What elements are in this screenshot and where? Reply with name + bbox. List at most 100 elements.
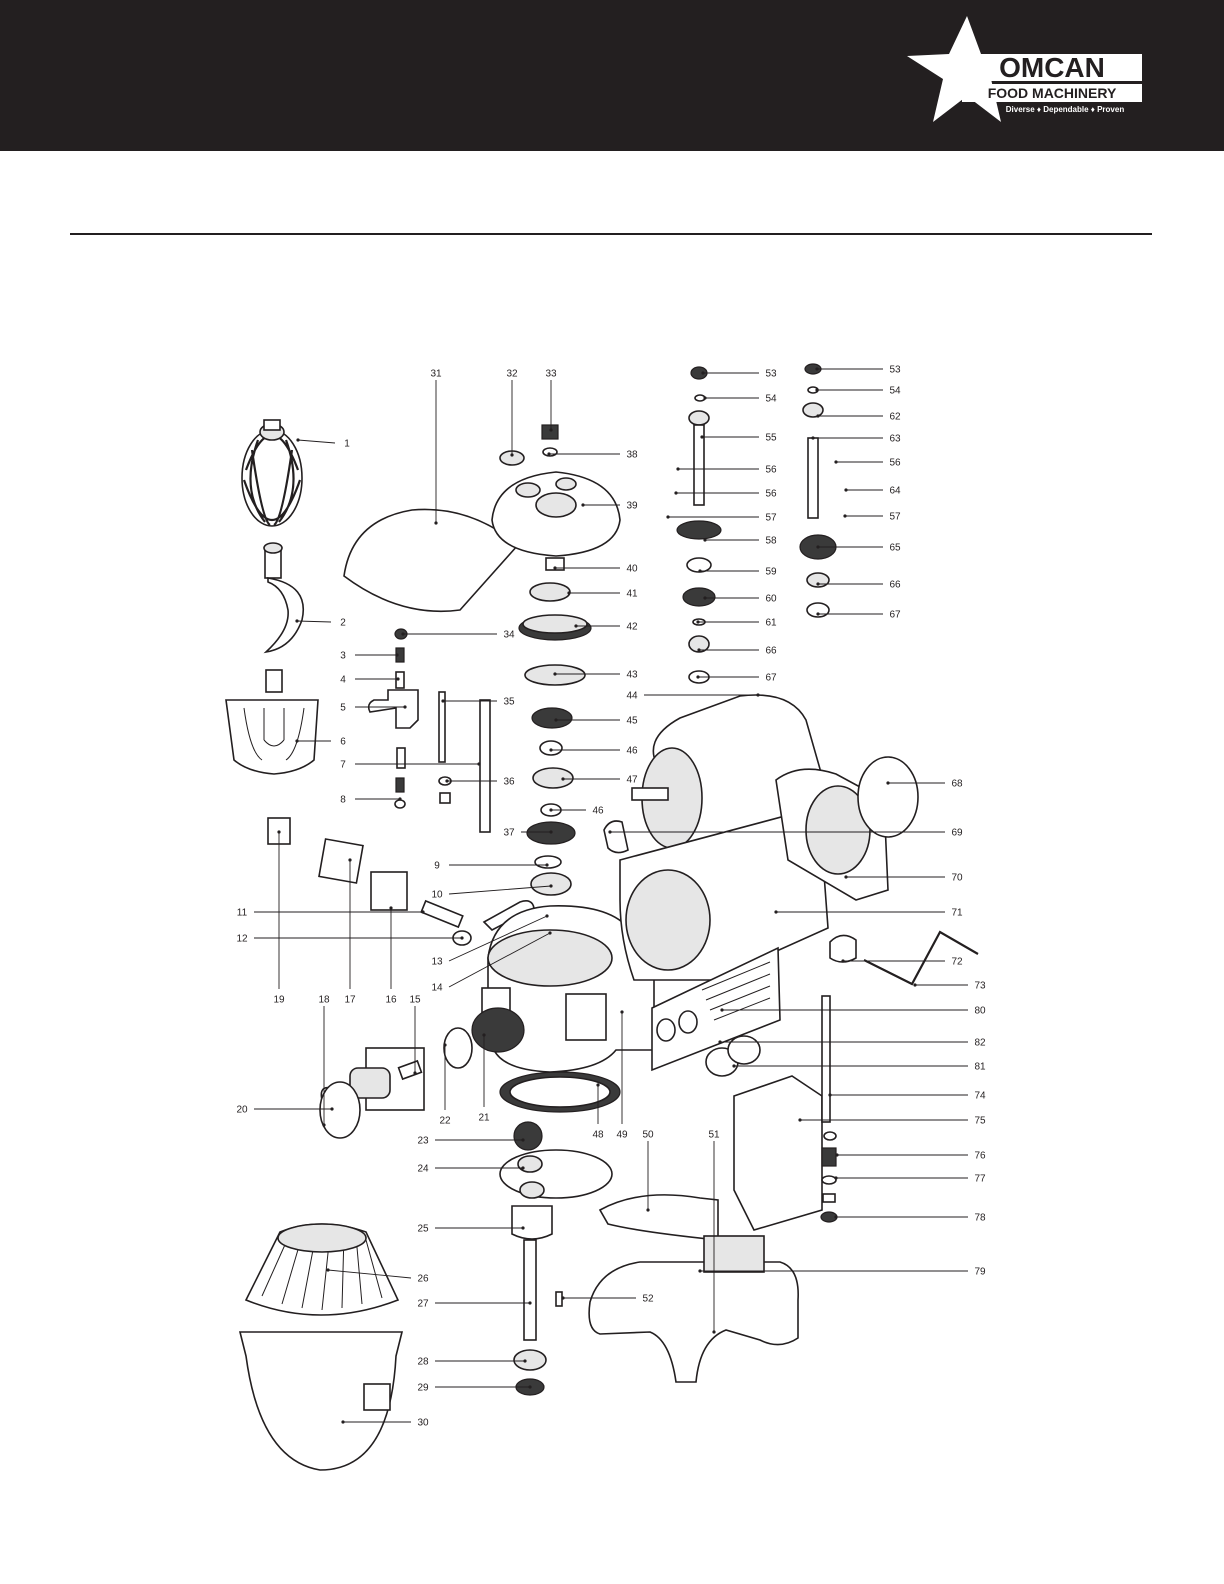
callout-leader-dot xyxy=(545,914,549,918)
callout-leader-dot xyxy=(521,1226,525,1230)
callout-number: 75 xyxy=(974,1116,986,1127)
callout-72: 72 xyxy=(841,957,963,968)
callout-leader-dot xyxy=(844,875,848,879)
callout-35: 35 xyxy=(441,697,515,708)
callout-47: 47 xyxy=(561,775,638,786)
callout-leader-dot xyxy=(816,414,820,418)
callout-70: 70 xyxy=(844,873,963,884)
callout-leader-dot xyxy=(549,884,553,888)
callout-29: 29 xyxy=(417,1383,532,1394)
callout-44: 44 xyxy=(626,691,760,702)
callout-13: 13 xyxy=(431,914,549,968)
callout-leader-dot xyxy=(561,1296,565,1300)
callout-leader-dot xyxy=(510,453,514,457)
callout-number: 20 xyxy=(236,1105,248,1116)
callout-leader-dot xyxy=(445,779,449,783)
callout-leader-dot xyxy=(421,910,425,914)
planetary-gear-stack xyxy=(518,557,592,896)
callout-leader-dot xyxy=(913,983,917,987)
logo-subtitle-text: FOOD MACHINERY xyxy=(988,85,1117,101)
callout-number: 76 xyxy=(974,1151,986,1162)
callout-leader-dot xyxy=(521,1138,525,1142)
callout-number: 19 xyxy=(273,995,285,1006)
callout-number: 33 xyxy=(545,369,557,380)
callout-57: 57 xyxy=(666,513,777,524)
callout-14: 14 xyxy=(431,931,552,994)
callout-56: 56 xyxy=(834,458,901,469)
callout-leader-dot xyxy=(482,1033,486,1037)
callout-10: 10 xyxy=(431,884,553,901)
callout-8: 8 xyxy=(340,795,402,806)
callout-leader-dot xyxy=(698,569,702,573)
callout-15: 15 xyxy=(409,995,421,1075)
callout-number: 51 xyxy=(708,1130,720,1141)
callout-leader-dot xyxy=(389,906,393,910)
callout-18: 18 xyxy=(318,995,330,1127)
callout-23: 23 xyxy=(417,1136,525,1147)
callout-leader-dot xyxy=(828,1093,832,1097)
callout-48: 48 xyxy=(592,1083,604,1141)
callout-leader-dot xyxy=(712,1330,716,1334)
callout-number: 72 xyxy=(951,957,963,968)
callout-leader-dot xyxy=(441,699,445,703)
callout-leader-line xyxy=(296,620,332,623)
callout-leader-dot xyxy=(398,797,402,801)
callout-53: 53 xyxy=(815,365,901,376)
callout-leader-dot xyxy=(834,460,838,464)
intermediate-gear-shafts xyxy=(676,363,837,684)
callout-number: 65 xyxy=(889,543,901,554)
callout-71: 71 xyxy=(774,908,963,919)
callout-32: 32 xyxy=(506,369,518,457)
callout-number: 3 xyxy=(340,651,346,662)
callout-leader-dot xyxy=(295,739,299,743)
callout-56: 56 xyxy=(674,489,777,500)
callout-leader-dot xyxy=(395,653,399,657)
callout-number: 7 xyxy=(340,760,346,771)
callout-21: 21 xyxy=(478,1033,490,1124)
callout-leader-dot xyxy=(834,1215,838,1219)
omcan-logo: OMCAN FOOD MACHINERY Diverse ♦ Dependabl… xyxy=(907,16,1142,122)
callout-leader-dot xyxy=(756,693,760,697)
callout-number: 16 xyxy=(385,995,397,1006)
callout-number: 46 xyxy=(626,746,638,757)
callout-number: 55 xyxy=(765,433,777,444)
callout-number: 78 xyxy=(974,1213,986,1224)
callout-22: 22 xyxy=(439,1043,451,1127)
callout-36: 36 xyxy=(445,777,515,788)
callout-number: 13 xyxy=(431,957,443,968)
callout-leader-dot xyxy=(403,705,407,709)
callout-number: 38 xyxy=(626,450,638,461)
callout-number: 80 xyxy=(974,1006,986,1017)
callout-12: 12 xyxy=(236,934,464,945)
callout-leader-dot xyxy=(567,591,571,595)
callout-leader-dot xyxy=(549,428,553,432)
callout-number: 62 xyxy=(889,412,901,423)
callout-68: 68 xyxy=(886,779,963,790)
motor-and-housing xyxy=(603,694,919,981)
callout-55: 55 xyxy=(700,433,777,444)
callout-number: 9 xyxy=(434,861,440,872)
callout-number: 6 xyxy=(340,737,346,748)
callout-leader-dot xyxy=(434,521,438,525)
callout-49: 49 xyxy=(616,1010,628,1141)
callout-number: 15 xyxy=(409,995,421,1006)
callout-number: 71 xyxy=(951,908,963,919)
callout-leader-dot xyxy=(322,1123,326,1127)
callout-69: 69 xyxy=(608,828,963,839)
flat-beater xyxy=(225,669,319,775)
callout-53: 53 xyxy=(701,369,777,380)
callout-66: 66 xyxy=(697,646,777,657)
callout-number: 68 xyxy=(951,779,963,790)
callout-number: 60 xyxy=(765,594,777,605)
callout-leader-dot xyxy=(697,648,701,652)
page-header: OMCAN FOOD MACHINERY Diverse ♦ Dependabl… xyxy=(0,0,1224,151)
callout-leader-dot xyxy=(620,1010,624,1014)
callout-leader-dot xyxy=(548,931,552,935)
callout-3: 3 xyxy=(340,651,399,662)
bowl-lift-handle xyxy=(319,1047,425,1139)
callout-leader-dot xyxy=(341,1420,345,1424)
callout-number: 28 xyxy=(417,1357,429,1368)
callout-leader-dot xyxy=(295,619,299,623)
callout-number: 41 xyxy=(626,589,638,600)
callout-number: 32 xyxy=(506,369,518,380)
